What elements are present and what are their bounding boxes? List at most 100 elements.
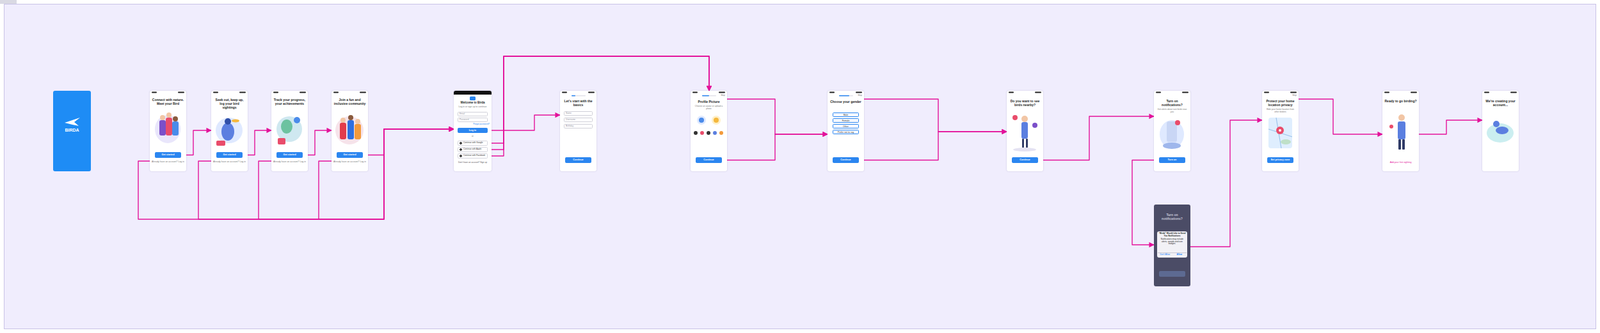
alert-box: “Birda” Would Like to Send You Notificat… — [1157, 231, 1188, 258]
label-text: Password — [459, 119, 469, 122]
label-text: Continue — [572, 158, 584, 162]
flow-connector — [858, 131, 1007, 161]
primary-button: Continue — [695, 157, 722, 164]
frame-panel — [4, 4, 1597, 330]
primary-button: Set privacy zone — [1267, 157, 1294, 164]
illustration-shape — [718, 92, 726, 94]
label-text: Already have an account? Log in — [333, 160, 367, 164]
label-text: “Birda” Would Like to Send You Notificat… — [1157, 232, 1187, 239]
social-login-button: Continue with Google — [457, 140, 488, 146]
illustration-shape — [1410, 92, 1417, 94]
app-screen: Join a fun and inclusive communityAlread… — [331, 90, 368, 172]
label-text: Log in — [469, 129, 477, 132]
flow-connector — [727, 99, 828, 135]
dialog-screen: Turn on notifications? “Birda” Would Like… — [1153, 204, 1191, 287]
flow-connector — [487, 115, 560, 131]
login-screen: Welcome to BirdaLog in or sign up to con… — [453, 90, 492, 172]
label-text: Forgot password? — [455, 123, 490, 127]
illustration-shape — [339, 122, 347, 140]
label-text: Continue — [703, 158, 714, 162]
label-text: Log in or sign up to continue — [455, 105, 490, 109]
illustration-shape — [1012, 115, 1018, 121]
illustration-shape — [355, 119, 361, 125]
label-text: Choose an avatar or upload a photo — [692, 105, 726, 111]
illustration-shape — [712, 131, 717, 136]
illustration-shape — [702, 95, 710, 97]
label-text: Get alerts about rare birds near you — [1155, 108, 1189, 114]
illustration-shape — [1290, 92, 1297, 94]
flow-connector — [487, 56, 710, 150]
label-text: Join a fun and inclusive community — [333, 98, 367, 107]
illustration-shape — [333, 92, 339, 94]
label-text: Turn on notifications? — [1155, 213, 1189, 222]
label-text: Birthday — [565, 125, 574, 128]
label-text: We're creating your account... — [1484, 99, 1517, 108]
label-text: Continue with Facebook — [463, 154, 486, 158]
illustration-shape — [224, 118, 232, 125]
illustration-shape — [1276, 126, 1284, 135]
label-text: Allow — [1172, 252, 1188, 258]
input-field: Username — [563, 117, 593, 123]
primary-button: Turn on — [1159, 157, 1186, 164]
app-screen: Turn on notifications?Get alerts about r… — [1153, 90, 1191, 172]
app-screen: Ready to go birding?Add your first sight… — [1382, 90, 1419, 172]
input-field: Password — [457, 117, 488, 123]
illustration-shape — [177, 92, 185, 94]
illustration-shape — [693, 131, 698, 136]
input-field: Birthday — [563, 124, 593, 129]
primary-button: Get started — [154, 152, 182, 159]
illustration-shape — [280, 119, 293, 134]
app-screen: Connect with nature. Meet your BirdAlrea… — [149, 90, 187, 172]
illustration-shape — [213, 92, 219, 94]
illustration-shape — [1034, 92, 1042, 94]
label-text: Hide your home location from other birde… — [1264, 108, 1297, 114]
illustration-shape — [453, 90, 492, 95]
illustration-shape — [692, 92, 698, 94]
illustration-shape — [172, 121, 179, 136]
illustration-shape — [1486, 123, 1514, 143]
label-text: Get started — [222, 153, 236, 157]
option-button: Prefer not to say — [832, 129, 859, 135]
app-screen: Do you want to see birds nearby?Continue — [1006, 90, 1044, 172]
illustration-shape — [1182, 92, 1189, 94]
illustration-shape — [340, 117, 346, 123]
illustration-shape — [719, 131, 724, 136]
illustration-shape — [698, 117, 704, 123]
label-text: Choose your gender — [829, 100, 863, 105]
illustration-shape — [1268, 117, 1293, 149]
illustration-shape — [231, 119, 240, 123]
illustration-shape — [1264, 92, 1270, 94]
illustration-shape — [1493, 120, 1500, 128]
label-text: Name — [565, 112, 572, 116]
illustration-shape — [1384, 92, 1390, 94]
illustration-shape — [1398, 114, 1405, 121]
illustration-shape — [151, 92, 157, 94]
illustration-shape — [1280, 139, 1291, 145]
illustration-shape — [1484, 92, 1490, 94]
primary-button: Continue — [832, 157, 859, 164]
illustration-shape — [160, 115, 166, 121]
label-text: Ready to go birding? — [1384, 99, 1417, 104]
label-text: Seek out, keep up, log your bird sightin… — [213, 98, 246, 110]
illustration-shape — [829, 92, 835, 94]
app-screen: SkipProtect your home location privacyHi… — [1262, 90, 1299, 172]
illustration-shape — [159, 120, 166, 136]
label-text: Get started — [161, 153, 175, 157]
illustration-shape — [1278, 129, 1282, 132]
app-screen: Track your progress, your achievementsAl… — [271, 90, 308, 172]
illustration-shape — [1162, 142, 1181, 150]
illustration-shape — [1021, 122, 1028, 139]
illustration-shape — [1032, 122, 1038, 128]
illustration-shape — [839, 95, 854, 97]
illustration-shape — [696, 115, 706, 125]
app-screen: Let's start with the basicsNameUsernameB… — [560, 90, 597, 172]
label-text: Notifications may include alerts, sounds… — [1157, 238, 1187, 248]
app-screen: Seek out, keep up, log your bird sightin… — [211, 90, 248, 172]
illustration-shape — [855, 92, 863, 94]
illustration-shape — [239, 92, 246, 94]
illustration-shape — [571, 95, 586, 97]
illustration-shape — [64, 117, 80, 127]
illustration-shape — [588, 92, 595, 94]
illustration-shape — [1159, 271, 1186, 278]
